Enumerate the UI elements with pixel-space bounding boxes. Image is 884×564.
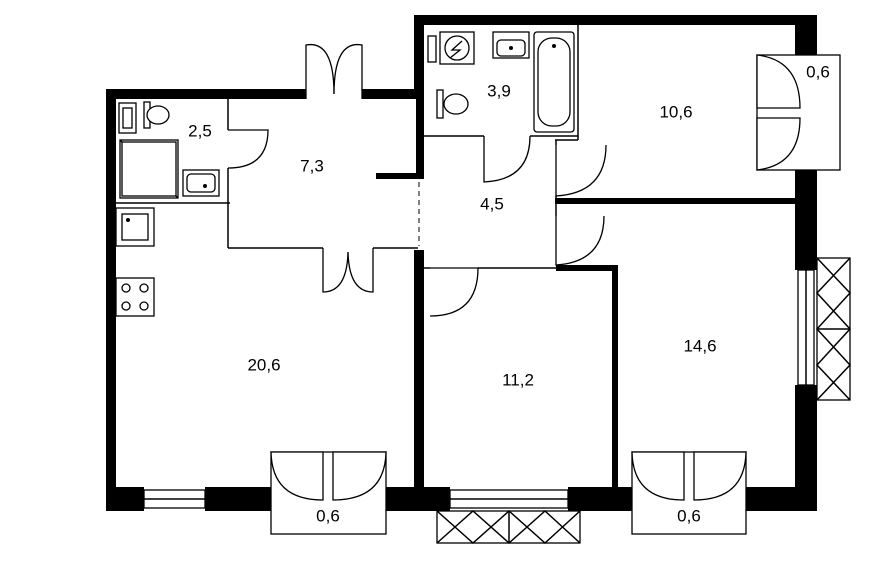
toilet-icon-2 — [436, 89, 469, 119]
shower-icon — [119, 139, 179, 199]
washbasin-icon — [182, 169, 220, 197]
fixtures — [115, 31, 575, 317]
balconies — [270, 54, 852, 545]
area-label-balcony-bottom-left: 0,6 — [316, 506, 340, 525]
windows — [143, 269, 815, 509]
area-label-corridor: 4,5 — [480, 194, 504, 213]
exterior-walls — [106, 15, 817, 511]
kitchen-sink-icon — [115, 207, 155, 247]
toilet-icon — [143, 101, 170, 129]
area-label-balcony-right-top: 0,6 — [806, 62, 830, 81]
doors — [227, 43, 607, 317]
area-label-bedroom-right: 14,6 — [683, 336, 716, 355]
area-label-bathroom-small: 2,5 — [188, 121, 212, 140]
area-label-balcony-bottom-right: 0,6 — [677, 506, 701, 525]
washbasin-icon-2 — [492, 31, 530, 59]
area-label-kitchen-living: 20,6 — [247, 355, 280, 374]
area-label-hallway: 7,3 — [300, 156, 324, 175]
stove-icon — [115, 277, 155, 317]
bathtub-icon — [533, 31, 575, 133]
area-labels: 2,5 7,3 3,9 10,6 4,5 20,6 11,2 14,6 0,6 … — [188, 62, 830, 525]
boiler-icon — [439, 31, 475, 65]
area-label-bedroom-middle: 11,2 — [502, 370, 534, 389]
radiator-icon — [427, 35, 437, 63]
interior-walls — [116, 25, 795, 511]
area-label-bathroom-large: 3,9 — [487, 81, 511, 100]
area-label-bedroom-top: 10,6 — [659, 102, 692, 121]
